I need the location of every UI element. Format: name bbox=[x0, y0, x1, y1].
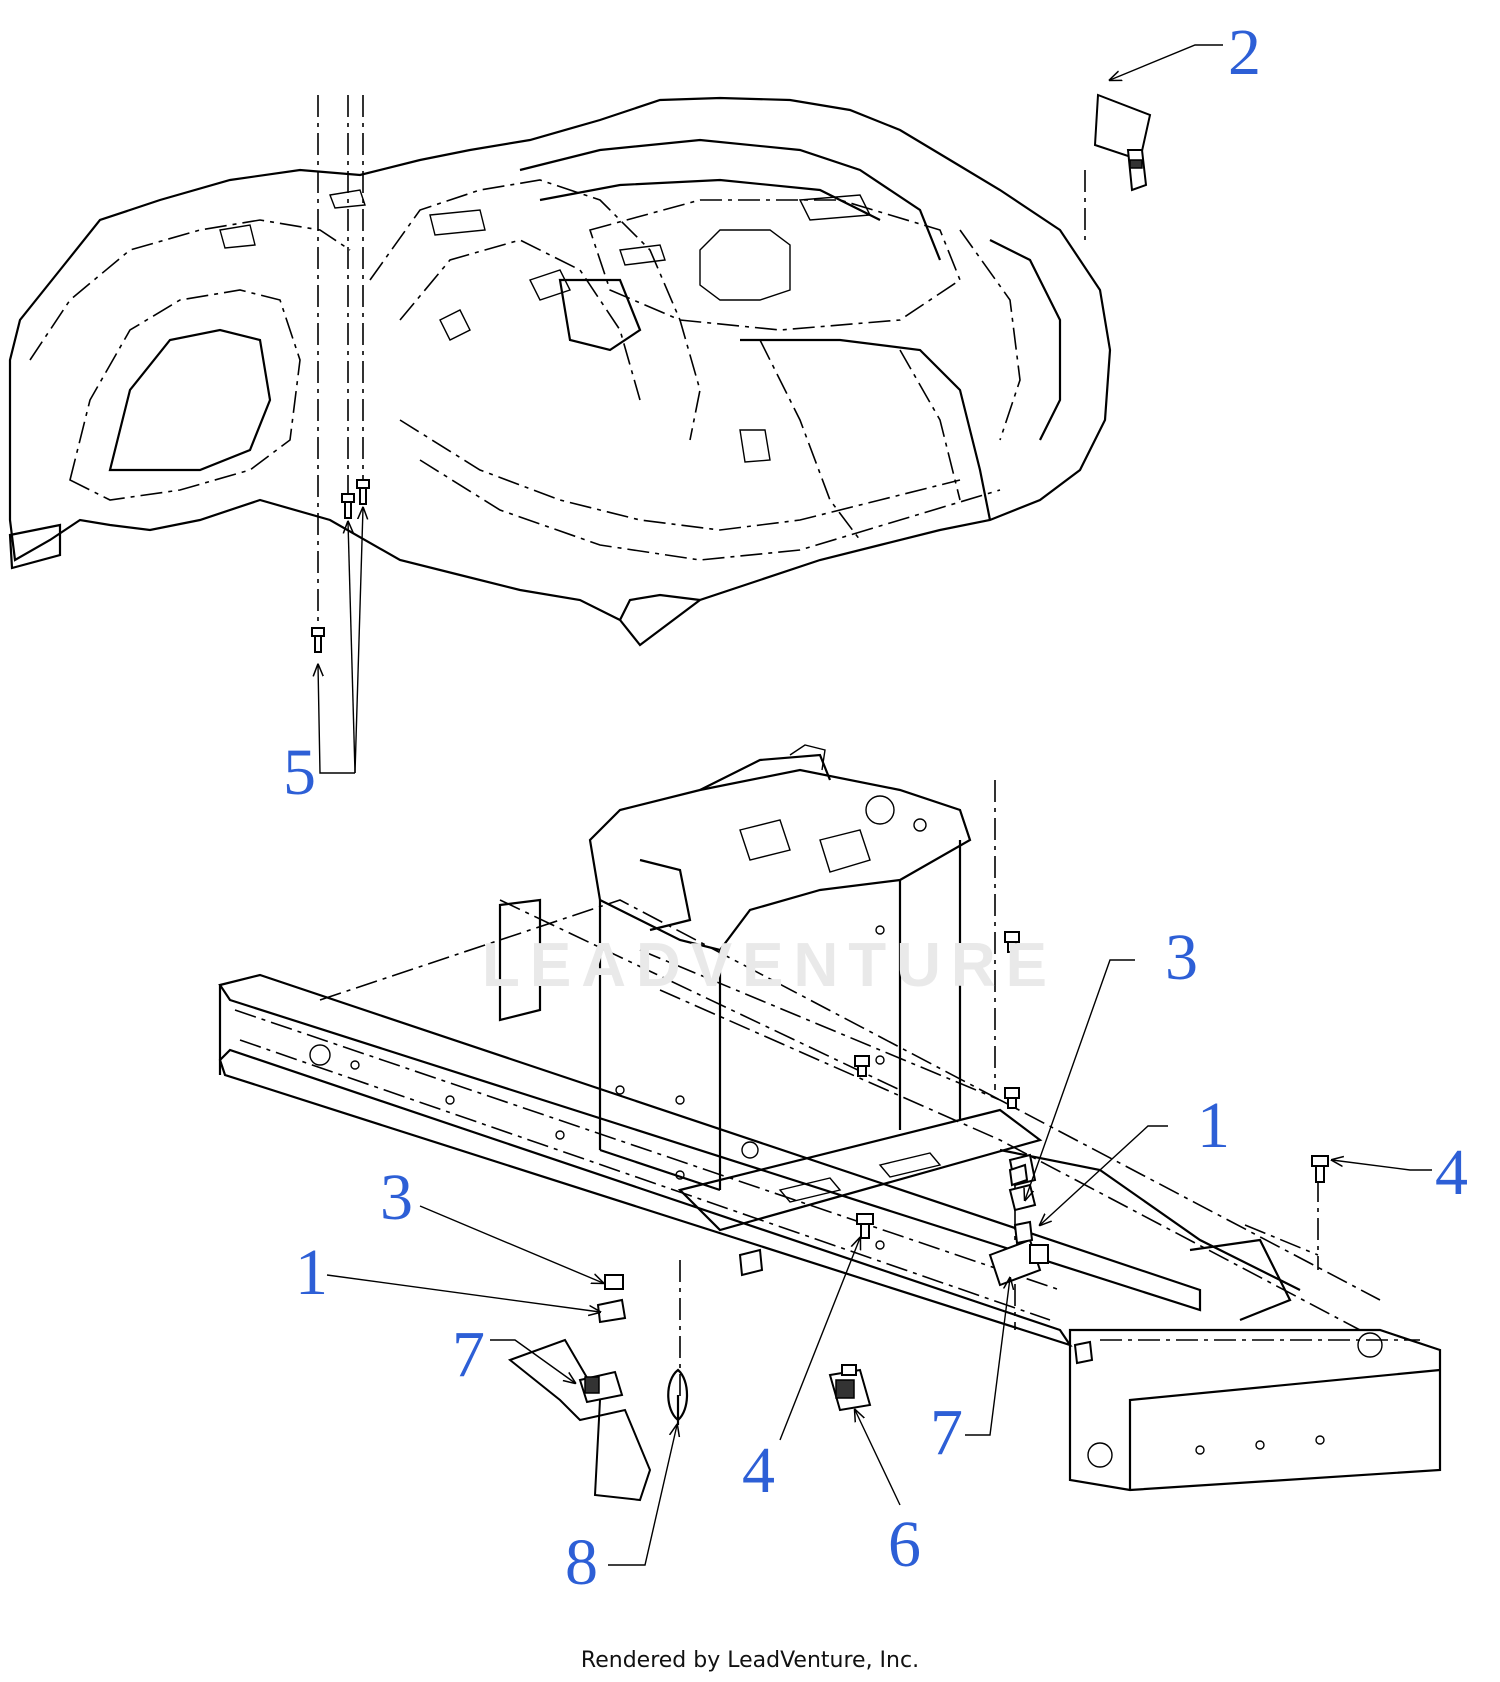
leader-lines bbox=[318, 44, 1432, 1566]
callout-8: 8 bbox=[565, 1526, 598, 1599]
switch-item-7-left bbox=[507, 1338, 652, 1502]
callout-3-left: 3 bbox=[380, 1161, 413, 1234]
bracket-item-2 bbox=[1093, 93, 1152, 192]
seat-support-tower bbox=[498, 744, 972, 1192]
screw-5b bbox=[341, 493, 355, 519]
callout-2: 2 bbox=[1228, 16, 1261, 89]
bolt-item-4-right bbox=[1311, 1155, 1329, 1183]
callout-1-right: 1 bbox=[1197, 1089, 1230, 1162]
screw-5c bbox=[356, 479, 370, 505]
switch-item-7-right bbox=[988, 1220, 1049, 1287]
fender-fastener-centerlines bbox=[317, 95, 1086, 640]
callout-1-left: 1 bbox=[295, 1236, 328, 1309]
callout-4-right: 4 bbox=[1435, 1136, 1468, 1209]
screw-group-item-5 bbox=[311, 479, 370, 653]
callout-5: 5 bbox=[283, 736, 316, 809]
clip-item-8 bbox=[667, 1368, 689, 1425]
switch-item-1-left bbox=[596, 1274, 627, 1324]
screw-5a bbox=[311, 627, 325, 653]
main-frame bbox=[218, 899, 1442, 1492]
callout-6: 6 bbox=[888, 1508, 921, 1581]
bolt-item-4-center bbox=[856, 1213, 874, 1239]
fender-body-shroud bbox=[8, 96, 1112, 647]
callout-3-right: 3 bbox=[1165, 921, 1198, 994]
bolts-tower bbox=[854, 931, 1020, 1109]
switch-item-6 bbox=[828, 1364, 872, 1412]
spacer-parts-frame bbox=[738, 1163, 1094, 1365]
footer-credit: Rendered by LeadVenture, Inc. bbox=[580, 1648, 920, 1673]
callout-7-right: 7 bbox=[930, 1396, 963, 1469]
callout-4-center: 4 bbox=[742, 1434, 775, 1507]
callout-7-left: 7 bbox=[452, 1318, 485, 1391]
watermark: LEADVENTURE bbox=[482, 931, 1058, 1000]
